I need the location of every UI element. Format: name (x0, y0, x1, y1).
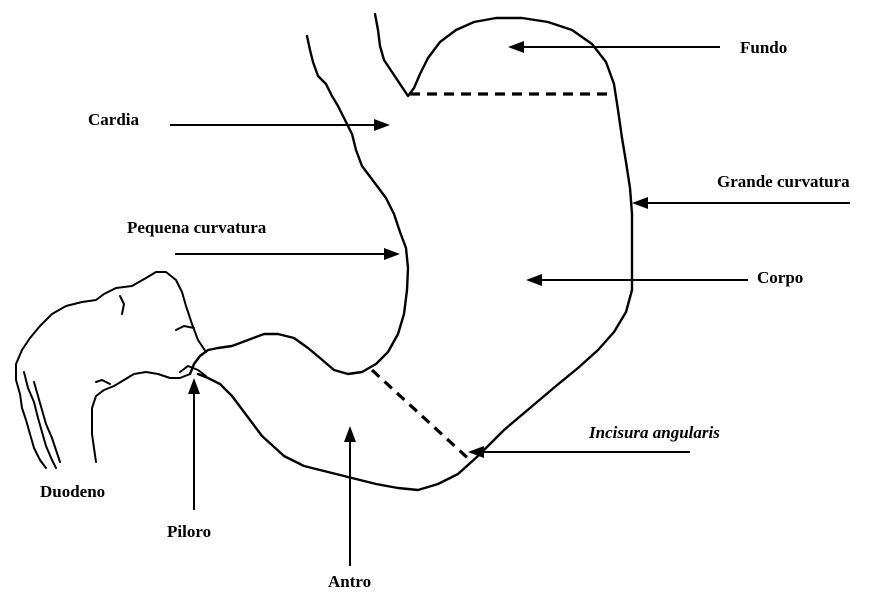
arrow-cardia (170, 119, 390, 131)
label-fundo: Fundo (740, 38, 787, 58)
duodenum-inner-wall (92, 372, 190, 462)
label-duodeno: Duodeno (40, 482, 105, 502)
duodenum-fold (176, 326, 194, 330)
arrow-antro (344, 426, 356, 566)
label-antro: Antro (328, 572, 371, 592)
label-incisura-angularis: Incisura angularis (589, 423, 720, 443)
arrow-piloro (188, 378, 200, 510)
label-corpo: Corpo (757, 268, 803, 288)
arrow-pequena-curvatura (175, 248, 400, 260)
arrow-fundo (508, 41, 720, 53)
arrow-incisura (468, 446, 690, 458)
arrow-grande-curvatura (632, 197, 850, 209)
duodenum-fold-2 (96, 380, 110, 384)
angular-notch-line (372, 370, 472, 462)
arrow-corpo (526, 274, 748, 286)
duodenum-texture (24, 372, 56, 468)
lesser-curvature-outline (190, 36, 408, 374)
label-pequena-curvatura: Pequena curvatura (127, 218, 266, 238)
label-piloro: Piloro (167, 522, 211, 542)
label-cardia: Cardia (88, 110, 139, 130)
label-grande-curvatura: Grande curvatura (717, 172, 850, 192)
duodenum-fold-3 (120, 296, 124, 314)
greater-curvature-outline (198, 14, 632, 490)
